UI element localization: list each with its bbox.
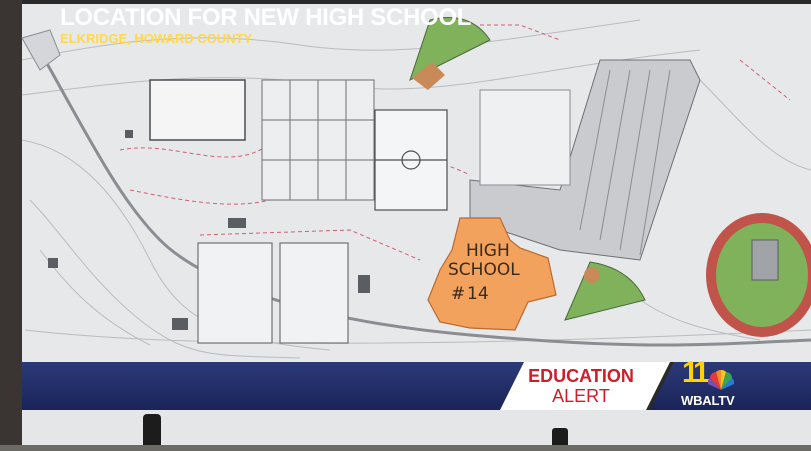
alert-line-2: ALERT bbox=[552, 386, 610, 406]
new-high-school-building bbox=[427, 217, 557, 331]
tennis-courts bbox=[261, 79, 375, 201]
table-edge bbox=[0, 445, 811, 451]
parking-lot bbox=[469, 59, 701, 261]
subheadline: ELKRIDGE, HOWARD COUNTY bbox=[60, 31, 253, 46]
baseball-field bbox=[409, 17, 491, 90]
practice-fields bbox=[197, 242, 349, 344]
stadium-track bbox=[706, 213, 811, 337]
building-label-line-1: HIGH bbox=[466, 241, 510, 261]
building-label-line-4: 14 bbox=[467, 284, 489, 304]
headline: LOCATION FOR NEW HIGH SCHOOL bbox=[60, 4, 472, 31]
entrance bbox=[21, 29, 61, 71]
education-alert-box bbox=[500, 362, 670, 410]
soccer-field bbox=[374, 109, 448, 211]
softball-infield bbox=[584, 267, 600, 283]
alert-line-1: EDUCATION bbox=[528, 366, 634, 386]
future-area bbox=[479, 89, 571, 186]
building-label-line-2: SCHOOL bbox=[448, 260, 520, 280]
small-structures bbox=[48, 130, 370, 330]
station-branding bbox=[650, 362, 811, 410]
peacock-icon bbox=[708, 370, 734, 390]
station-logo-text: WBALTV bbox=[681, 393, 735, 408]
station-logo-number: 11 bbox=[682, 356, 710, 389]
lower-third-banner bbox=[22, 362, 524, 410]
paper-lower bbox=[22, 410, 811, 451]
building-label-line-3: # bbox=[451, 284, 466, 304]
existing-building bbox=[149, 79, 246, 141]
left-edge bbox=[0, 0, 22, 451]
